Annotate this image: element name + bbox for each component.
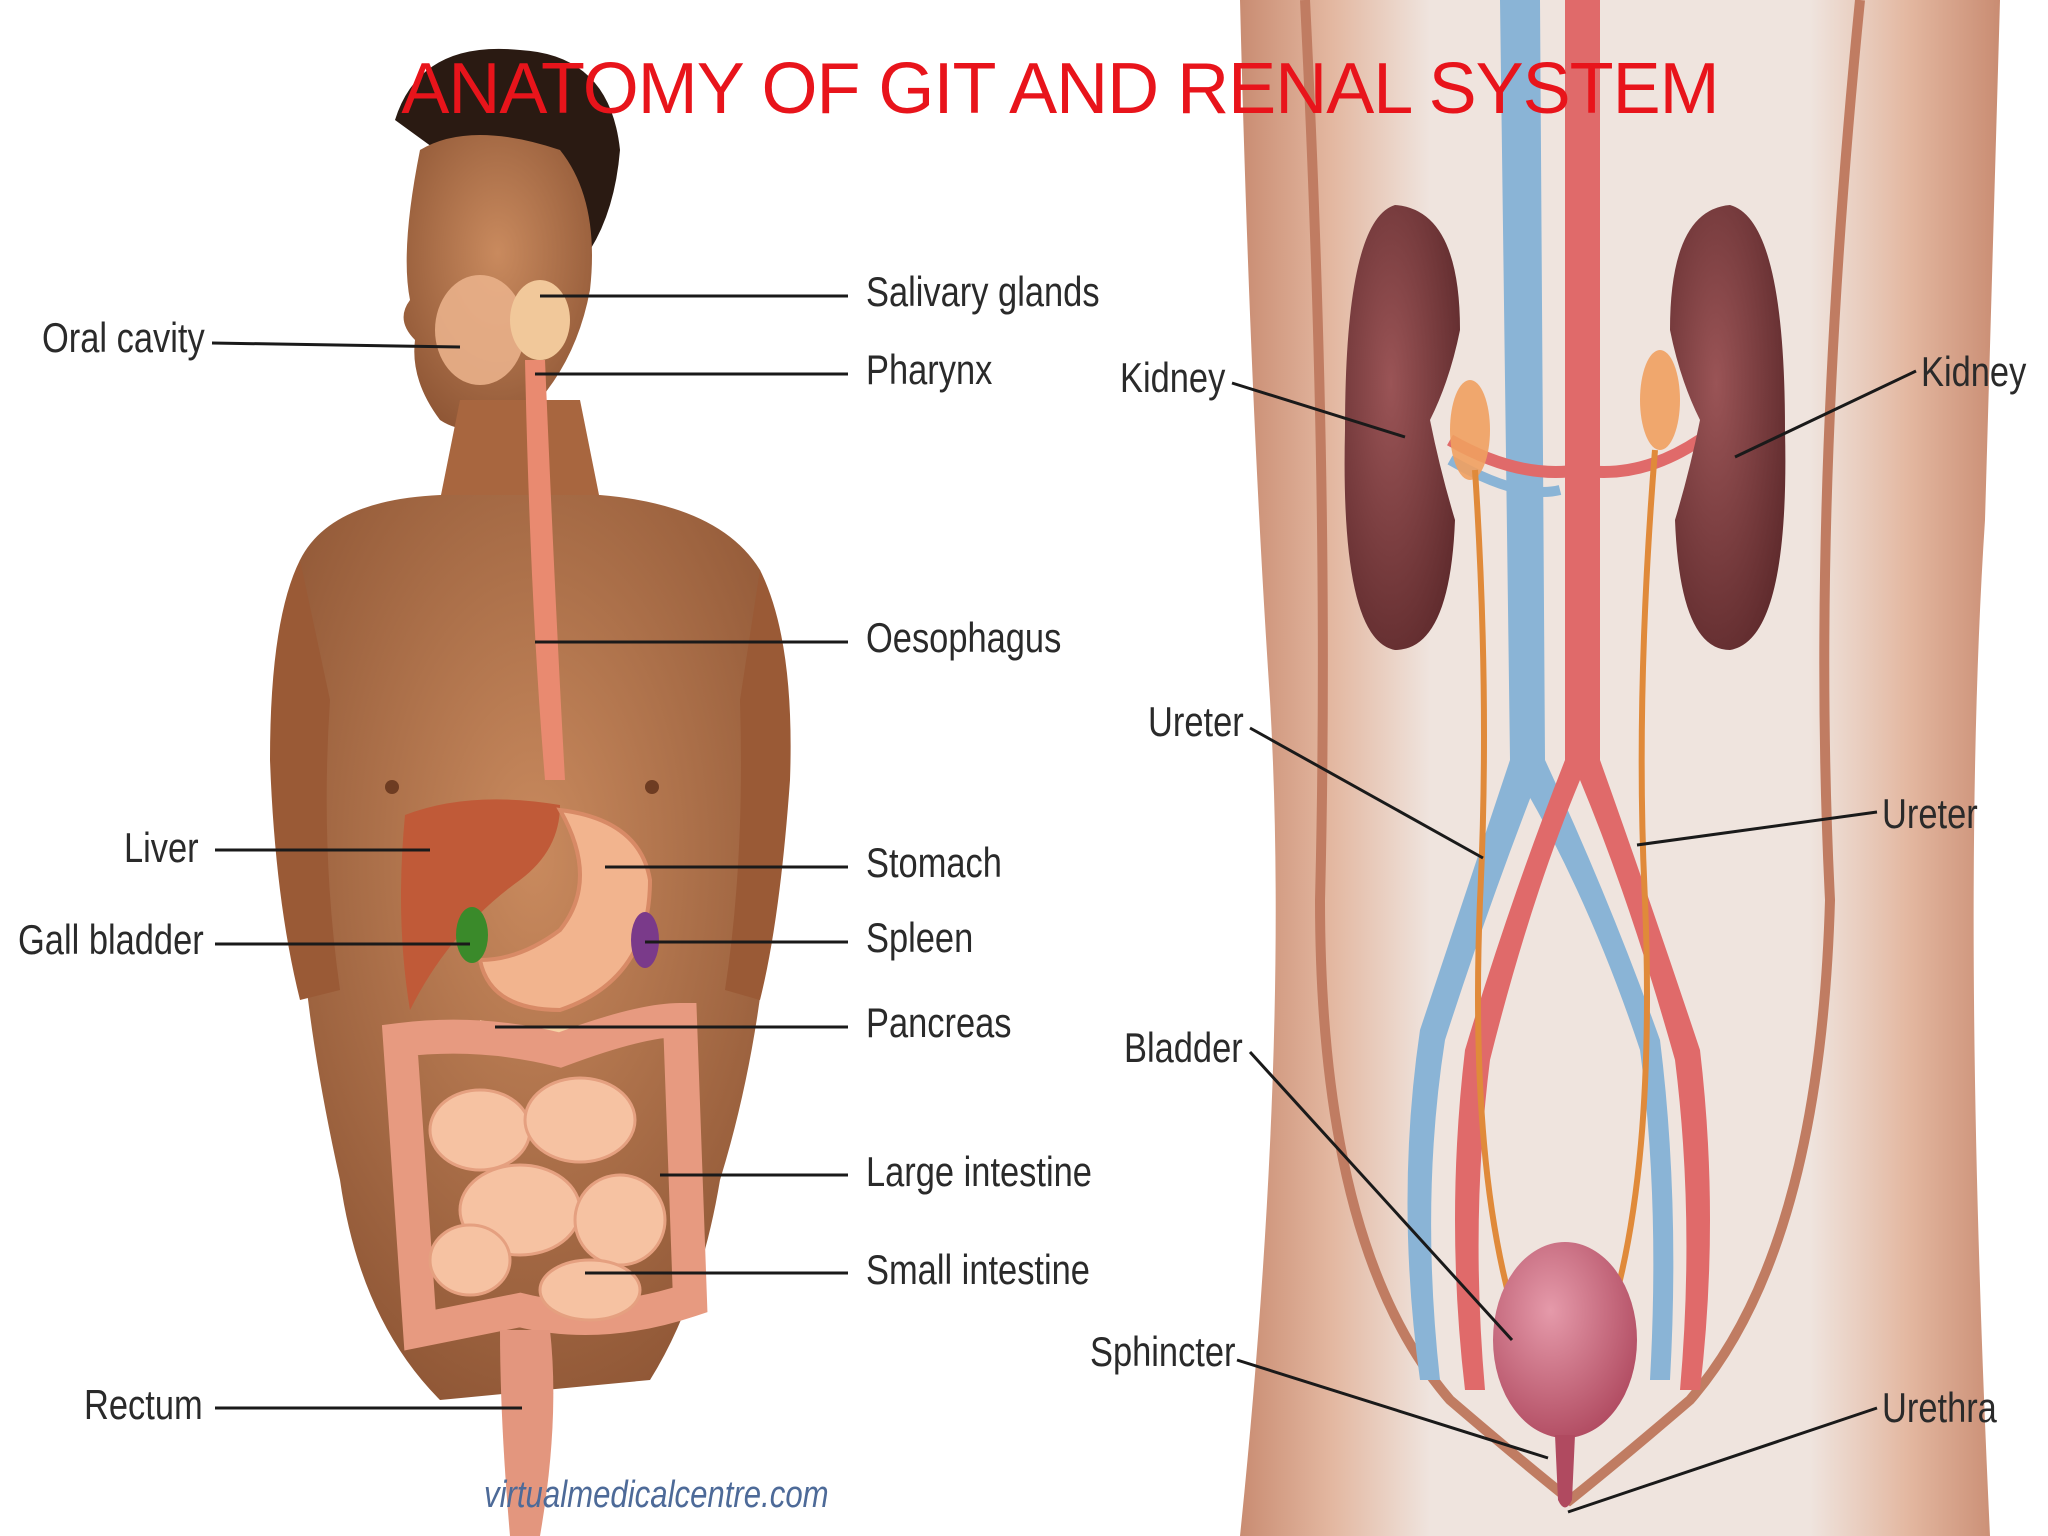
bladder bbox=[1493, 1242, 1637, 1438]
label-liver: Liver bbox=[124, 824, 199, 872]
credit-text: virtualmedicalcentre.com bbox=[484, 1474, 829, 1517]
label-bladder: Bladder bbox=[1124, 1024, 1243, 1072]
gall-bladder bbox=[456, 907, 488, 963]
label-spleen: Spleen bbox=[866, 914, 973, 962]
label-kidney-right: Kidney bbox=[1921, 348, 2026, 396]
label-sphincter: Sphincter bbox=[1090, 1328, 1235, 1376]
label-small-intestine: Small intestine bbox=[866, 1246, 1090, 1294]
label-gall-bladder: Gall bladder bbox=[18, 916, 204, 964]
label-ureter-left: Ureter bbox=[1148, 698, 1244, 746]
label-ureter-right: Ureter bbox=[1882, 790, 1978, 838]
git-figure bbox=[212, 49, 848, 1536]
label-urethra: Urethra bbox=[1882, 1384, 1997, 1432]
neck bbox=[440, 400, 600, 500]
label-stomach: Stomach bbox=[866, 839, 1002, 887]
label-salivary-glands: Salivary glands bbox=[866, 268, 1100, 316]
label-oral-cavity: Oral cavity bbox=[42, 314, 205, 362]
label-oesophagus: Oesophagus bbox=[866, 614, 1061, 662]
label-kidney-left: Kidney bbox=[1120, 354, 1225, 402]
renal-figure bbox=[1232, 0, 2000, 1536]
parotid bbox=[510, 280, 570, 360]
label-rectum: Rectum bbox=[84, 1381, 203, 1429]
small-intestine bbox=[430, 1078, 665, 1320]
label-pharynx: Pharynx bbox=[866, 346, 992, 394]
urethra bbox=[1555, 1435, 1575, 1508]
label-pancreas: Pancreas bbox=[866, 999, 1011, 1047]
label-large-intestine: Large intestine bbox=[866, 1148, 1092, 1196]
spleen bbox=[631, 912, 659, 968]
